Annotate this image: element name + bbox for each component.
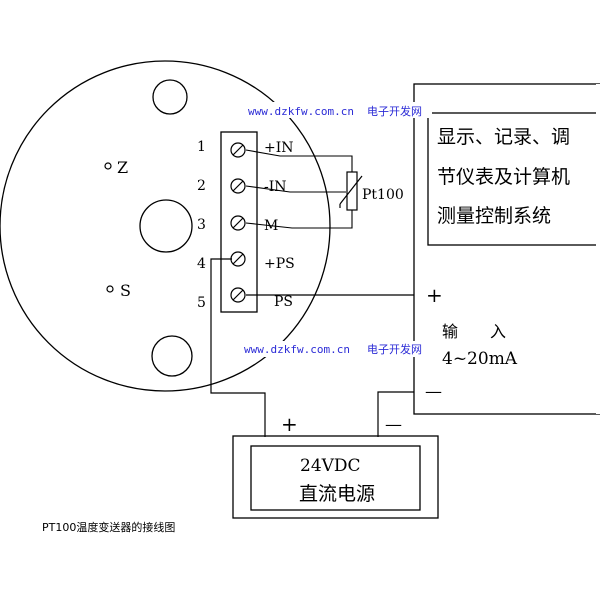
terminal-screw-3 bbox=[230, 215, 246, 231]
psu-voltage: 24VDC bbox=[300, 456, 361, 476]
terminal-label-ps: PS bbox=[274, 294, 293, 310]
mount-hole-top bbox=[152, 79, 188, 115]
zero-label: Z bbox=[117, 158, 128, 177]
terminal-label-plus-ps: +PS bbox=[264, 256, 295, 272]
watermark-top-cn: 电子开发网 bbox=[367, 104, 422, 118]
terminal-number-5: 5 bbox=[197, 295, 206, 311]
terminal-screw-1 bbox=[230, 142, 246, 158]
pt100-label: Pt100 bbox=[362, 187, 404, 203]
pt100-wiring bbox=[245, 149, 353, 229]
display-line-1: 显示、记录、调 bbox=[437, 126, 570, 148]
display-line-3: 测量控制系统 bbox=[437, 205, 551, 227]
psu-name: 直流电源 bbox=[299, 483, 375, 505]
input-plus-sign: + bbox=[426, 283, 443, 307]
span-label: S bbox=[120, 281, 131, 300]
pt100-thermal-slash bbox=[339, 175, 363, 205]
watermark-mid-cn: 电子开发网 bbox=[367, 342, 422, 356]
terminal-number-2: 2 bbox=[197, 178, 206, 194]
psu-plus-sign: + bbox=[281, 412, 298, 436]
span-adjust-point bbox=[106, 285, 114, 293]
watermark-top-url: www.dzkfw.com.cn bbox=[248, 105, 354, 118]
terminal-number-4: 4 bbox=[197, 256, 206, 272]
display-line-2: 节仪表及计算机 bbox=[437, 166, 570, 188]
terminal-number-1: 1 bbox=[197, 139, 206, 155]
power-supply-inner bbox=[250, 445, 421, 511]
diagram-caption: PT100温度变送器的接线图 bbox=[42, 520, 175, 534]
input-minus-sign: — bbox=[425, 382, 442, 402]
input-range: 4~20mA bbox=[442, 349, 518, 369]
mount-hole-bottom bbox=[151, 335, 193, 377]
controller-display-box bbox=[427, 112, 600, 246]
transmitter-disc bbox=[0, 60, 331, 392]
watermark-mid-url: www.dzkfw.com.cn bbox=[244, 343, 350, 356]
pt100-resistor bbox=[346, 171, 358, 211]
input-label: 输 入 bbox=[442, 322, 506, 341]
controller-panel bbox=[413, 83, 600, 415]
terminal-label-minus-in: -IN bbox=[264, 179, 287, 195]
terminal-label-plus-in: +IN bbox=[264, 140, 294, 156]
terminal-screw-2 bbox=[230, 178, 246, 194]
power-supply-outer bbox=[232, 435, 439, 519]
loop-wiring bbox=[210, 258, 414, 437]
terminal-number-3: 3 bbox=[197, 217, 206, 233]
psu-minus-sign: — bbox=[385, 415, 402, 435]
center-hole bbox=[139, 199, 193, 253]
terminal-screw-5 bbox=[230, 287, 246, 303]
zero-adjust-point bbox=[104, 162, 112, 170]
